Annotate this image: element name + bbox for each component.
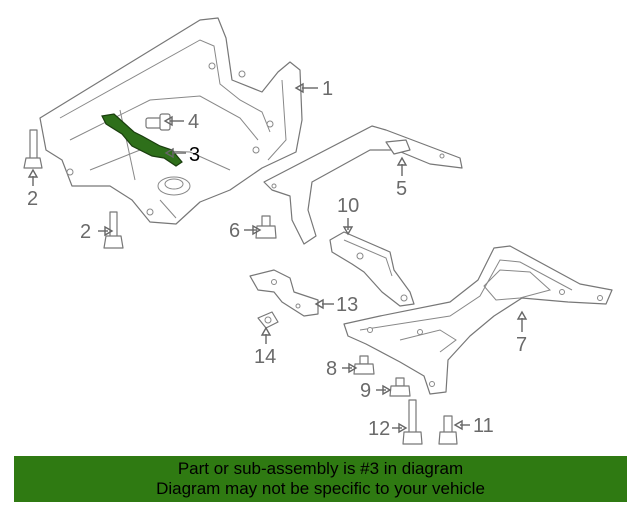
callout-3: 3 — [189, 144, 200, 166]
callout-14: 14 — [254, 346, 276, 368]
callout-2-left: 2 — [27, 188, 38, 210]
callout-5: 5 — [396, 178, 407, 200]
bolt-part-2-bottom[interactable] — [103, 211, 124, 249]
reinforcement-part-5[interactable] — [263, 125, 463, 245]
cover-plate-part-7[interactable] — [343, 245, 613, 395]
bolt-part-6[interactable] — [255, 215, 277, 239]
callout-2-bottom: 2 — [80, 221, 91, 243]
callout-1: 1 — [322, 78, 333, 100]
callout-8: 8 — [326, 358, 337, 380]
parts-diagram: 1 2 2 3 4 5 6 7 8 9 10 11 12 13 14 — [23, 17, 613, 445]
bolt-part-8[interactable] — [353, 355, 375, 375]
bracket-part-13[interactable] — [249, 269, 319, 317]
bolt-part-9[interactable] — [389, 377, 411, 397]
bolt-part-2-left[interactable] — [23, 129, 43, 169]
notice-banner: Part or sub-assembly is #3 in diagram Di… — [14, 456, 627, 502]
callout-7: 7 — [516, 334, 527, 356]
callout-labels: 1 2 2 3 4 5 6 7 8 9 10 11 12 13 14 — [27, 78, 527, 440]
callout-9: 9 — [360, 380, 371, 402]
mount-bracket-part-10[interactable] — [329, 231, 415, 307]
banner-line-1: Part or sub-assembly is #3 in diagram — [177, 459, 464, 478]
bolt-part-11[interactable] — [438, 415, 458, 445]
leader-lines — [27, 82, 528, 434]
banner-line-2: Diagram may not be specific to your vehi… — [156, 479, 485, 498]
stabilizer-bar-part-3[interactable] — [101, 113, 183, 167]
callout-10: 10 — [337, 195, 359, 217]
bolt-part-12[interactable] — [402, 399, 423, 445]
callout-4: 4 — [188, 111, 199, 133]
callout-13: 13 — [336, 294, 358, 316]
sensor-part-4[interactable] — [145, 113, 171, 131]
callout-6: 6 — [229, 220, 240, 242]
bolt-part-14[interactable] — [257, 311, 279, 329]
callout-11: 11 — [473, 415, 494, 437]
callout-12: 12 — [368, 418, 390, 440]
